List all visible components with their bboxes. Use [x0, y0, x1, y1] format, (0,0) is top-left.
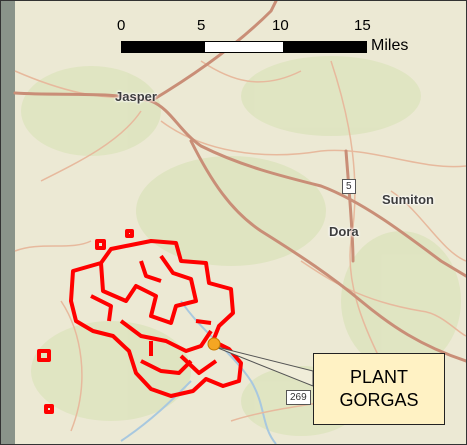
site-boundary — [37, 229, 243, 414]
scale-segment-1 — [121, 41, 205, 53]
highways — [13, 1, 466, 363]
plant-marker — [207, 337, 221, 351]
route-shield-5: 5 — [342, 179, 356, 194]
scale-bar: 0 5 10 15 Miles — [117, 17, 441, 57]
imagery-strip — [1, 1, 15, 444]
place-dora: Dora — [329, 224, 359, 239]
scale-segment-2 — [204, 41, 284, 53]
scale-segment-3 — [283, 41, 367, 53]
callout-line-2: GORGAS — [339, 390, 419, 410]
place-sumiton: Sumiton — [382, 192, 434, 207]
scale-tick-10: 10 — [272, 17, 289, 34]
route-shield-269: 269 — [286, 390, 311, 405]
rivers — [120, 300, 277, 444]
place-jasper: Jasper — [115, 89, 157, 104]
plant-gorgas-callout: PLANT GORGAS — [313, 353, 445, 425]
callout-line-1: PLANT — [349, 367, 409, 387]
scale-unit-label: Miles — [371, 37, 409, 54]
scale-tick-0: 0 — [117, 17, 126, 34]
scale-tick-15: 15 — [354, 17, 371, 34]
scale-tick-5: 5 — [197, 17, 206, 34]
